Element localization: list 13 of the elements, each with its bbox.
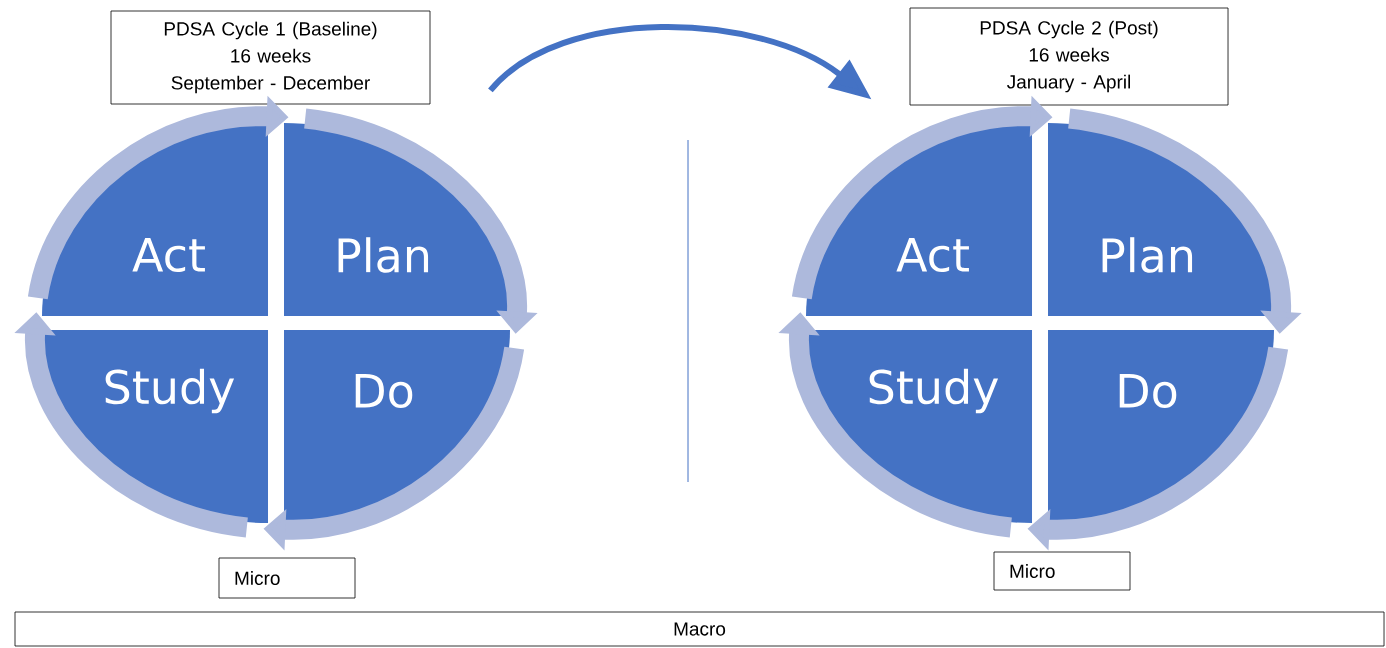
- quadrant-segment: Plan: [1048, 123, 1274, 316]
- quadrant-segment: Study: [42, 330, 268, 523]
- quadrant-segment: Plan: [284, 123, 510, 316]
- label-box: Micro: [218, 557, 356, 599]
- title-box: PDSA Cycle 2 (Post) 16 weeks January - April: [909, 7, 1229, 106]
- quadrant-segment: Do: [1048, 330, 1274, 523]
- title-box: PDSA Cycle 1 (Baseline) 16 weeks September - December: [110, 10, 431, 105]
- quadrant-segment: Act: [806, 123, 1032, 316]
- label-box: Micro: [993, 551, 1131, 591]
- quadrant-segment: Act: [42, 123, 268, 316]
- quadrant-segment: Do: [284, 330, 510, 523]
- label-box: Macro: [14, 611, 1385, 647]
- quadrant-segment: Study: [806, 330, 1032, 523]
